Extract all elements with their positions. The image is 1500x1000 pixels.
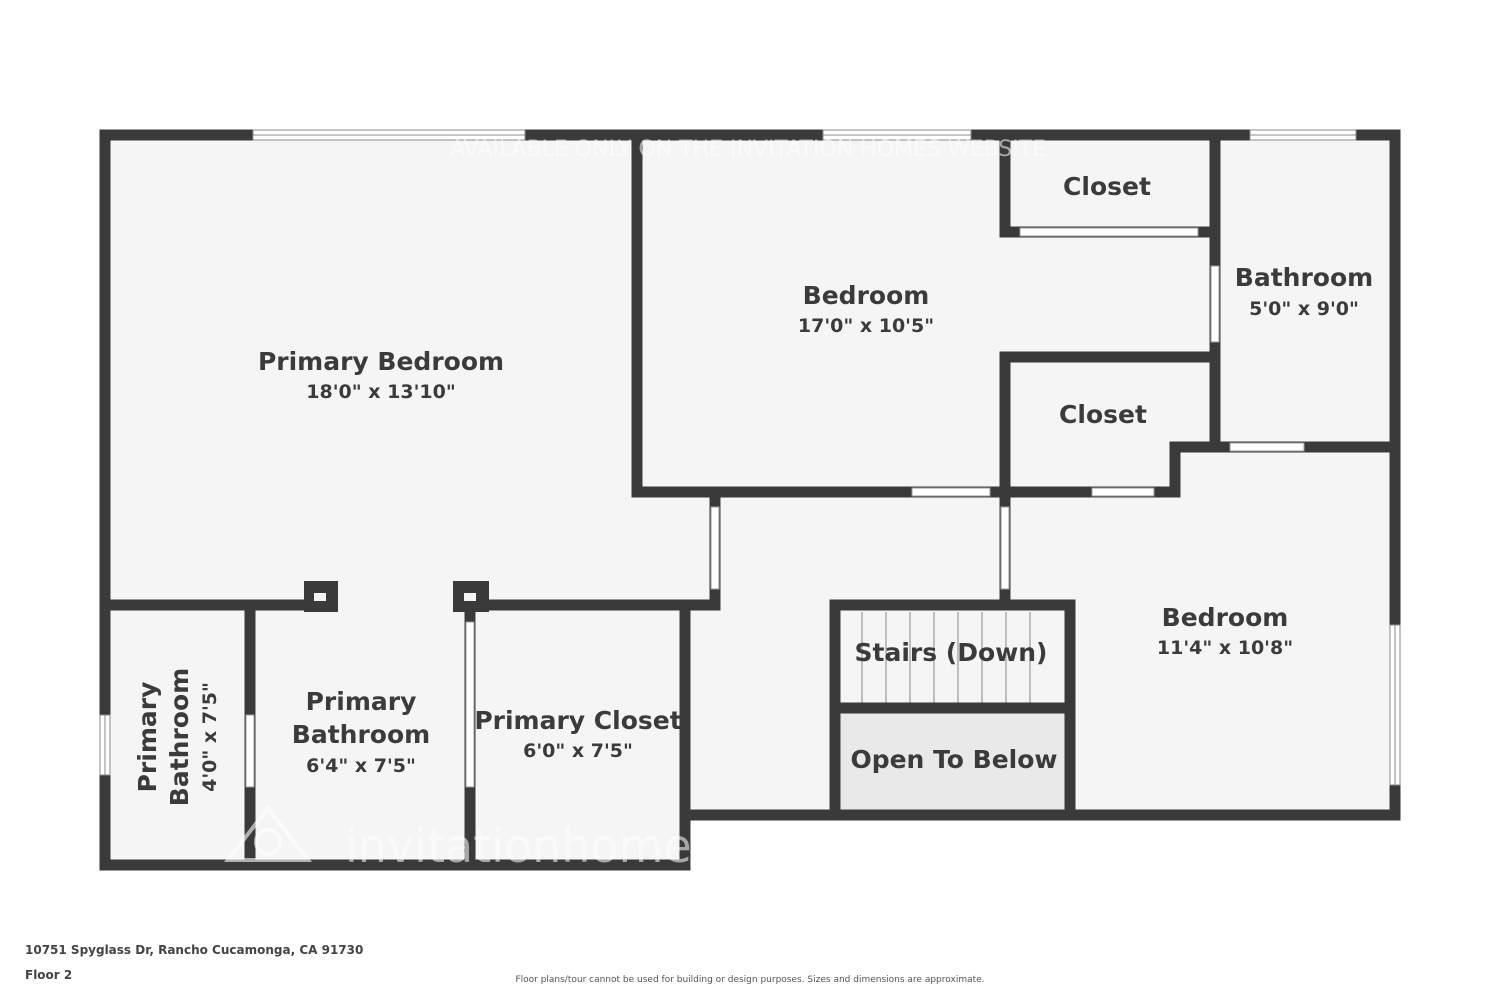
closet-2-label: Closet xyxy=(1059,400,1147,429)
open-to-below-area xyxy=(840,712,1068,810)
windows xyxy=(99,129,1401,786)
stairs-label: Stairs (Down) xyxy=(855,638,1048,667)
primary-bathroom-1-label-line2: Bathroom xyxy=(292,720,430,749)
primary-bathroom-1-label-line1: Primary xyxy=(306,687,417,716)
primary-bathroom-2-label-line1: Primary xyxy=(133,682,162,793)
openings xyxy=(245,227,1305,788)
closet-1-label: Closet xyxy=(1063,172,1151,201)
bathroom-label: Bathroom xyxy=(1235,263,1373,292)
floor-label: Floor 2 xyxy=(25,968,73,982)
bedroom-1-label: Bedroom xyxy=(803,281,930,310)
disclaimer: Floor plans/tour cannot be used for buil… xyxy=(515,975,985,985)
bedroom-2-dims: 11'4" x 10'8" xyxy=(1157,637,1293,659)
wall-posts xyxy=(304,581,489,612)
watermark-logo: invitationhomes xyxy=(345,819,716,873)
stair-treads xyxy=(861,612,1031,703)
bedroom-2-label: Bedroom xyxy=(1162,603,1289,632)
primary-bedroom-label: Primary Bedroom xyxy=(258,347,504,376)
primary-bathroom-2-dims: 4'0" x 7'5" xyxy=(199,682,221,792)
bedroom-1-dims: 17'0" x 10'5" xyxy=(798,315,934,337)
primary-closet-label: Primary Closet xyxy=(474,706,681,735)
primary-bedroom-dims: 18'0" x 13'10" xyxy=(306,381,455,403)
bathroom-dims: 5'0" x 9'0" xyxy=(1249,298,1359,320)
watermark-logo-icon xyxy=(223,804,313,862)
primary-bathroom-2-label-line2: Bathroom xyxy=(165,668,194,806)
floor-area xyxy=(105,135,1395,865)
primary-bathroom-1-dims: 6'4" x 7'5" xyxy=(306,755,416,777)
open-to-below-label: Open To Below xyxy=(850,745,1057,774)
watermark-top: AVAILABLE ONLY ON THE INVITATION HOMES W… xyxy=(450,137,1046,162)
primary-closet-dims: 6'0" x 7'5" xyxy=(523,740,633,762)
property-address: 10751 Spyglass Dr, Rancho Cucamonga, CA … xyxy=(25,943,364,957)
